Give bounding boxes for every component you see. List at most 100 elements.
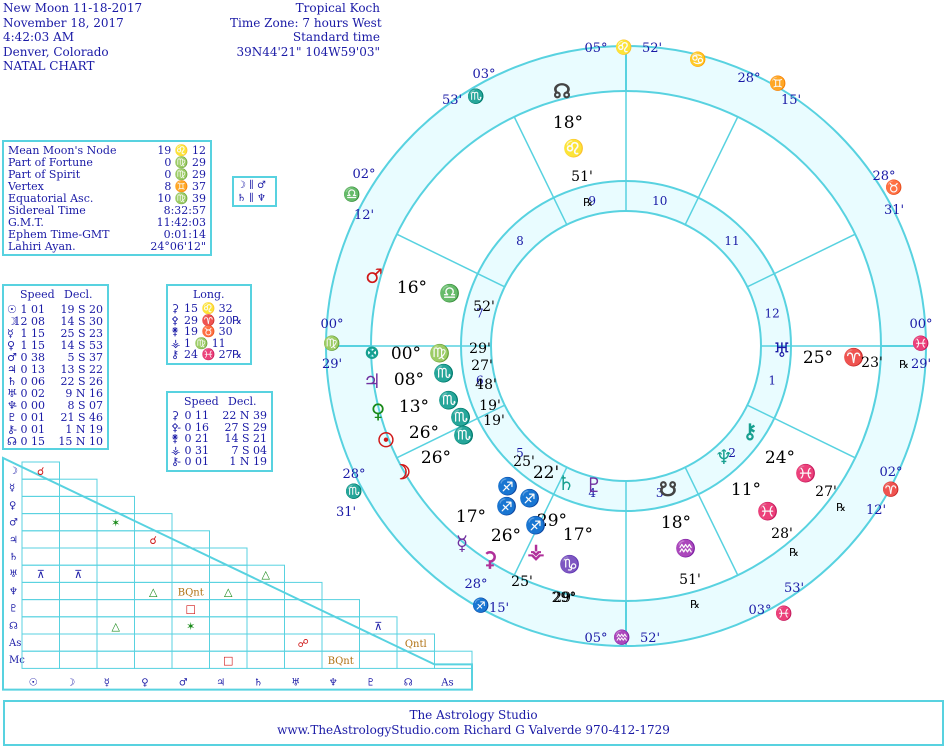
grid-cell bbox=[134, 650, 173, 669]
grid-cell bbox=[59, 495, 98, 515]
long-glyph: ⚶ bbox=[171, 336, 181, 350]
grid-row-label: ♅ bbox=[9, 569, 18, 580]
decl-value: 25 S 23 bbox=[60, 327, 103, 340]
cusp-degree: 00° bbox=[909, 317, 932, 332]
mars-degree: 16° bbox=[397, 278, 427, 298]
point-value: 0 ♍ 29 bbox=[164, 156, 206, 169]
grid-cell bbox=[96, 564, 135, 583]
cusp-minutes: 31' bbox=[884, 203, 904, 218]
grid-col-label: ☿ bbox=[104, 677, 110, 688]
cusp-degree: 05° bbox=[584, 41, 607, 56]
grid-cell bbox=[59, 547, 98, 566]
decl-value: 7 S 04 bbox=[231, 443, 267, 457]
grid-col-label: ♀ bbox=[141, 677, 148, 688]
footer-contact: www.TheAstrologyStudio.com Richard G Val… bbox=[277, 723, 670, 737]
grid-row-label: ☽ bbox=[9, 466, 18, 477]
grid-row-label: ♀ bbox=[9, 500, 16, 511]
jupiter-glyph: ♃ bbox=[363, 369, 381, 393]
decl-value: 9 N 16 bbox=[65, 387, 103, 400]
grid-cell bbox=[96, 650, 135, 669]
house-number: 5 bbox=[516, 446, 524, 460]
sun-minutes: 19' bbox=[479, 398, 501, 414]
speed-value: 1 15 bbox=[20, 339, 46, 352]
chiron-sign: ♓ bbox=[795, 463, 816, 484]
jupiter-degree: 08° bbox=[394, 370, 424, 390]
venus-minutes: 48' bbox=[475, 377, 497, 393]
point-label: Vertex bbox=[8, 180, 44, 193]
grid-col-label: ☽ bbox=[66, 677, 75, 688]
north-node-minutes: 51' bbox=[571, 169, 593, 185]
grid-cell bbox=[59, 650, 98, 669]
speed-value: 0 11 bbox=[184, 409, 210, 422]
mars-glyph: ♂ bbox=[365, 264, 383, 288]
cusp-extra-sign: ♋ bbox=[689, 51, 706, 68]
speed-glyph: ⚳ bbox=[171, 409, 180, 422]
venus-sign: ♏ bbox=[438, 390, 459, 411]
north-node-sign: ♌ bbox=[563, 138, 584, 159]
grid-cell bbox=[21, 530, 60, 549]
south-node-minutes: 51' bbox=[679, 572, 701, 588]
aspect-symbol: ☍ bbox=[298, 637, 309, 650]
cusp-minutes: 52' bbox=[642, 41, 662, 56]
cusp-degree: 00° bbox=[320, 317, 343, 332]
speed-value: 1 15 bbox=[20, 327, 46, 340]
house-number: 7 bbox=[476, 306, 484, 320]
speed-value: 0 13 bbox=[20, 363, 46, 376]
house-number: 6 bbox=[476, 374, 484, 388]
house-system: Tropical Koch bbox=[295, 1, 380, 15]
neptune-degree: 11° bbox=[731, 480, 761, 500]
part-of-fortune-sign: ♍ bbox=[429, 343, 450, 364]
grid-cell bbox=[21, 547, 60, 566]
cusp-sign: ♏ bbox=[467, 88, 484, 105]
decl-value: 13 S 22 bbox=[60, 363, 103, 376]
grid-cell bbox=[434, 650, 473, 669]
speed-header: Speed bbox=[20, 288, 55, 301]
speed-glyph: ⚶ bbox=[171, 443, 181, 457]
cusp-sign: ♏ bbox=[345, 483, 362, 500]
grid-col-label: ♆ bbox=[329, 677, 338, 688]
grid-cell bbox=[96, 581, 135, 601]
time-zone: Time Zone: 7 hours West bbox=[230, 15, 382, 30]
point-label: Mean Moon's Node bbox=[8, 144, 117, 157]
decl-value: 5 S 37 bbox=[67, 351, 103, 364]
house-cusp-line bbox=[684, 467, 739, 576]
speed-value: - 0 02 bbox=[13, 387, 45, 400]
point-label: Equatorial Asc. bbox=[8, 192, 94, 205]
grid-cell bbox=[246, 650, 285, 669]
grid-cell bbox=[209, 564, 248, 583]
venus-degree: 13° bbox=[399, 397, 429, 417]
cusp-degree: 03° bbox=[472, 67, 495, 82]
cusp-minutes: 15' bbox=[781, 93, 801, 108]
speed-value: 0 06 bbox=[20, 375, 46, 388]
ceres-degree: 26° bbox=[491, 526, 521, 546]
grid-cell bbox=[96, 547, 135, 566]
grid-cell bbox=[21, 650, 60, 669]
pluto-minutes: 29° bbox=[552, 590, 577, 606]
header-right: Tropical Koch Time Zone: 7 hours West St… bbox=[230, 1, 382, 59]
grid-cell bbox=[96, 530, 135, 549]
house-number: 11 bbox=[724, 234, 739, 248]
moon-minutes: 19' bbox=[483, 413, 505, 429]
uranus-sign: ♈ bbox=[843, 347, 864, 368]
point-value: 11:42:03 bbox=[156, 216, 206, 229]
south-node-sign: ♒ bbox=[675, 538, 696, 559]
grid-cell bbox=[246, 599, 285, 618]
uranus-retrograde: ℞ bbox=[899, 358, 909, 371]
moon-sign: ♏ bbox=[453, 425, 474, 446]
sun-glyph: ☉ bbox=[377, 428, 395, 452]
aspect-symbol: △ bbox=[112, 620, 121, 633]
chiron-degree: 24° bbox=[765, 448, 795, 468]
point-value: 8 ♊ 37 bbox=[164, 180, 206, 193]
grid-cell bbox=[21, 616, 60, 635]
footer: The Astrology Studio www.TheAstrologyStu… bbox=[3, 700, 944, 746]
aspect-symbol: △ bbox=[224, 585, 233, 598]
grid-cell bbox=[134, 564, 173, 583]
cusp-minutes: 12' bbox=[354, 208, 374, 223]
point-label: Ephem Time-GMT bbox=[8, 228, 110, 241]
grid-outline bbox=[1, 456, 473, 691]
grid-cell bbox=[59, 530, 98, 549]
grid-cell bbox=[134, 599, 173, 618]
mercury-degree: 17° bbox=[456, 507, 486, 527]
speed-glyph: ♇ bbox=[7, 411, 17, 424]
grid-cell bbox=[134, 513, 173, 532]
